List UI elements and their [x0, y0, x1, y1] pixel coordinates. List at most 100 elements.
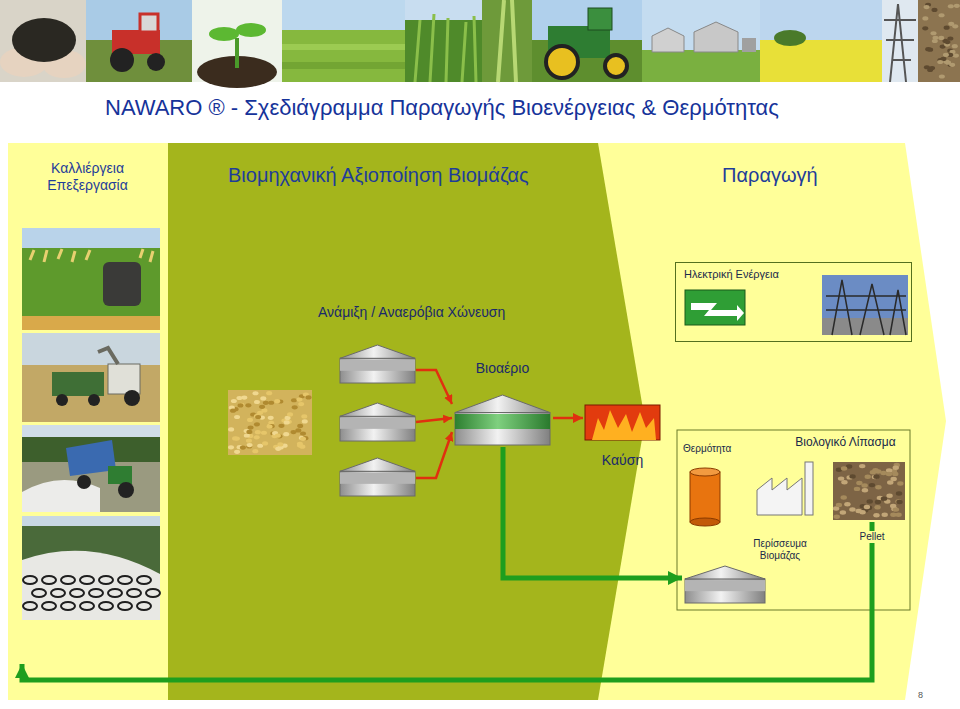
power-icon [691, 303, 744, 321]
fertilizer-output: Βιολογικό Λίπασμα [783, 433, 908, 522]
tire-pattern [99, 602, 113, 610]
grain-pattern [228, 445, 234, 449]
photo-banner [0, 0, 86, 82]
pellet-pattern [859, 464, 865, 468]
pellet-photo [944, 26, 950, 30]
grain-pattern [291, 398, 297, 402]
pellet-pattern [834, 514, 840, 518]
pellet-pattern [893, 507, 899, 511]
photo-banner [498, 0, 516, 82]
crop-photo [103, 262, 141, 306]
process-arrow [8, 143, 946, 700]
tire-pattern [42, 576, 56, 584]
pellet-photo [952, 44, 958, 48]
grain-pattern [292, 405, 298, 409]
pellet-photo [931, 31, 937, 35]
grain-pattern [267, 424, 273, 428]
grain-pattern [257, 444, 263, 448]
grain-pattern [274, 399, 280, 403]
grain-photo [228, 390, 312, 455]
transport-photo [108, 466, 132, 484]
photo-banner [110, 48, 134, 72]
tank-icon [340, 403, 415, 416]
digester-tank: Βιοαέριο [452, 358, 553, 447]
crop-photo [22, 316, 160, 330]
grain-pattern [298, 402, 304, 406]
pellet-pattern [854, 487, 860, 491]
pellet-photo [944, 40, 950, 44]
pellet-pattern [869, 483, 875, 487]
combustion-box: Καύση [583, 403, 662, 471]
photo-banner [742, 38, 756, 52]
grain-pattern [241, 396, 247, 400]
substation-photo [822, 275, 908, 335]
tank-icon [340, 345, 415, 358]
harvest-photo [56, 394, 68, 406]
node-label: Περίσσευμα Βιομάζας [745, 538, 815, 562]
photo-banner [588, 8, 612, 30]
node-label: Βιολογικό Λίπασμα [795, 435, 895, 449]
node-label: Ηλεκτρική Ενέργεια [684, 268, 779, 281]
tank-icon [340, 417, 415, 428]
pellet-pattern [886, 494, 892, 498]
process-arrow [168, 143, 645, 700]
transport-photo [22, 425, 160, 512]
node-label: Ανάμιξη / Αναερόβια Χώνευση [318, 304, 505, 321]
grain-pattern [263, 401, 269, 405]
grain-pattern [268, 416, 274, 420]
tank-icon [340, 359, 415, 370]
grain-pattern [262, 441, 268, 445]
pellet-photo [922, 26, 928, 30]
grain-pattern [244, 434, 250, 438]
grain-pattern [301, 414, 307, 418]
photo-banner [147, 53, 165, 71]
factory-icon [757, 478, 802, 515]
grain-pattern [228, 391, 312, 454]
silage-photo [22, 516, 160, 620]
substation-photo [826, 280, 906, 335]
feed-arrow [416, 432, 452, 478]
power-icon [685, 290, 745, 325]
tire-pattern [137, 602, 151, 610]
grain-pattern [240, 446, 246, 450]
tire-pattern [80, 602, 94, 610]
photo-banner [918, 0, 960, 82]
photo-banner [546, 46, 578, 78]
pellet-photo [947, 36, 953, 40]
pellet-photo [933, 36, 939, 40]
tank-icon [455, 395, 550, 413]
harvest-photo [124, 390, 140, 406]
pellet-photo [952, 24, 958, 28]
tank-icon [340, 472, 415, 483]
pellet-photo [922, 16, 928, 20]
grain-pattern [230, 409, 236, 413]
node-label: Καύση [602, 452, 643, 469]
tank-icon [685, 580, 765, 591]
grain-pattern [296, 397, 302, 401]
grain-pattern [252, 449, 258, 453]
diagram-title: NAWARO ® - Σχεδιάγραμμα Παραγωγής Βιοενέ… [105, 95, 779, 121]
label-anchor: Παραγωγή [722, 163, 818, 187]
pellet-pattern [840, 510, 846, 514]
photo-banner [605, 55, 627, 77]
tire-pattern [118, 602, 132, 610]
pellet-photo [932, 8, 938, 12]
node-label: Θερμότητα [683, 443, 731, 455]
tank-icon [340, 458, 415, 496]
photo-banner [235, 38, 239, 68]
pellet-pattern [875, 500, 881, 504]
pellet-pattern [887, 480, 893, 484]
pellet-pattern [892, 472, 898, 476]
tire-pattern [146, 589, 160, 597]
tire-pattern [23, 576, 37, 584]
transport-photo [118, 482, 134, 498]
heat-storage-icon [690, 468, 720, 476]
grain-pattern [278, 424, 284, 428]
grain-pattern [231, 399, 237, 403]
grain-pattern [297, 424, 303, 428]
grain-pattern [283, 432, 289, 436]
tire-pattern [108, 589, 122, 597]
output-panel [677, 430, 910, 610]
grain-pattern [266, 391, 272, 395]
pellet-photo [939, 13, 945, 17]
